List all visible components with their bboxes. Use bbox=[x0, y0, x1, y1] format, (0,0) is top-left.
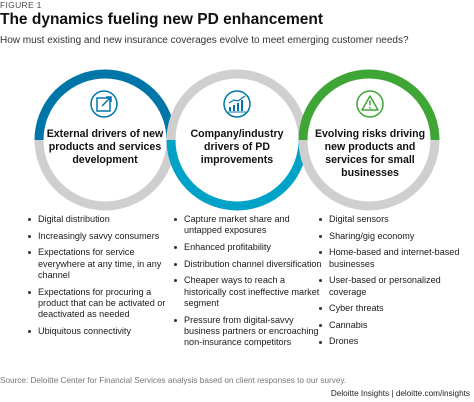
list-item: Expectations for service everywhere at a… bbox=[28, 247, 174, 281]
column-2-title: Company/industry drivers of PD improveme… bbox=[190, 128, 284, 166]
list-item: Enhanced profitability bbox=[174, 242, 322, 253]
source-note: Source: Deloitte Center for Financial Se… bbox=[0, 376, 347, 385]
ring-3-gray-arc bbox=[298, 139, 440, 211]
ring-1-blue-arc bbox=[34, 69, 176, 141]
list-item: Sharing/gig economy bbox=[319, 231, 469, 242]
warning-icon bbox=[356, 90, 384, 118]
column-1-title: External drivers of new products and ser… bbox=[46, 128, 164, 166]
external-link-icon bbox=[90, 90, 118, 118]
ring-1-gray-arc bbox=[34, 139, 176, 211]
list-item: Home-based and internet-based businesses bbox=[319, 247, 469, 270]
list-item: Pressure from digital-savvy business par… bbox=[174, 315, 322, 349]
list-item: User-based or personalized coverage bbox=[319, 275, 469, 298]
growth-chart-icon bbox=[223, 90, 251, 118]
list-item: Digital distribution bbox=[28, 214, 174, 225]
ring-3-green-arc bbox=[298, 69, 440, 141]
list-item: Capture market share and untapped exposu… bbox=[174, 214, 322, 237]
list-item: Ubiquitous connectivity bbox=[28, 326, 174, 337]
column-1-bullets: Digital distribution Increasingly savvy … bbox=[24, 214, 174, 343]
list-item: Drones bbox=[319, 336, 469, 347]
column-2-bullets: Capture market share and untapped exposu… bbox=[170, 214, 322, 354]
credit-line: Deloitte Insights | deloitte.com/insight… bbox=[330, 389, 470, 398]
list-item: Distribution channel diversification bbox=[174, 258, 322, 269]
list-item: Cannabis bbox=[319, 320, 469, 331]
ring-2-teal-arc bbox=[166, 139, 308, 211]
list-item: Cheaper ways to reach a historically cos… bbox=[174, 275, 322, 309]
list-item: Digital sensors bbox=[319, 214, 469, 225]
figure-title: The dynamics fueling new PD enhancement bbox=[0, 11, 323, 28]
list-item: Increasingly savvy consumers bbox=[28, 231, 174, 242]
figure-subtitle: How must existing and new insurance cove… bbox=[0, 35, 409, 46]
list-item: Expectations for procuring a product tha… bbox=[28, 287, 174, 321]
list-item: Cyber threats bbox=[319, 303, 469, 314]
column-3-bullets: Digital sensors Sharing/gig economy Home… bbox=[315, 214, 469, 353]
figure-label: FIGURE 1 bbox=[0, 0, 42, 10]
ring-2-gray-arc bbox=[166, 69, 308, 141]
column-3-title: Evolving risks driving new products and … bbox=[314, 128, 426, 179]
